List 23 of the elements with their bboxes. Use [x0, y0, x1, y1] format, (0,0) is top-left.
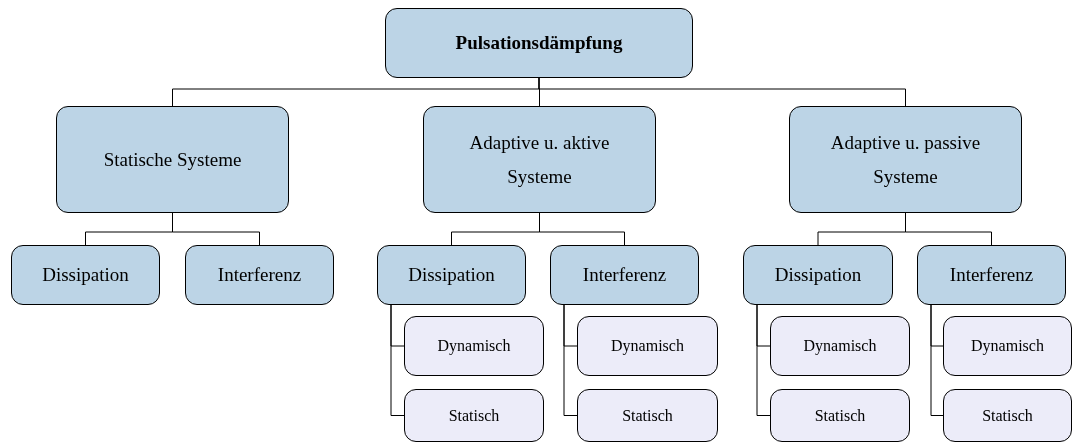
- connector-line: [563, 304, 578, 416]
- process-box: Dissipation: [743, 245, 893, 305]
- process-box: Statische Systeme: [56, 106, 289, 213]
- process-box: Statisch: [404, 389, 544, 442]
- process-box: Adaptive u. aktive Systeme: [423, 106, 656, 213]
- connector-line: [930, 304, 944, 416]
- process-box: Interferenz: [185, 245, 334, 305]
- process-box: Statisch: [770, 389, 910, 442]
- process-box: Dynamisch: [770, 316, 910, 376]
- process-box: Interferenz: [917, 245, 1066, 305]
- connector-line: [756, 304, 771, 416]
- process-box: Dynamisch: [404, 316, 544, 376]
- process-box: Adaptive u. passive Systeme: [789, 106, 1022, 213]
- process-box: Dynamisch: [943, 316, 1072, 376]
- process-box: Statisch: [943, 389, 1072, 442]
- process-box: Pulsationsdämpfung: [385, 8, 693, 78]
- process-box: Statisch: [577, 389, 718, 442]
- process-box: Dynamisch: [577, 316, 718, 376]
- connector-line: [538, 77, 906, 107]
- process-box: Interferenz: [550, 245, 699, 305]
- process-box: Dissipation: [11, 245, 160, 305]
- connector-line: [390, 304, 405, 416]
- process-box: Dissipation: [377, 245, 526, 305]
